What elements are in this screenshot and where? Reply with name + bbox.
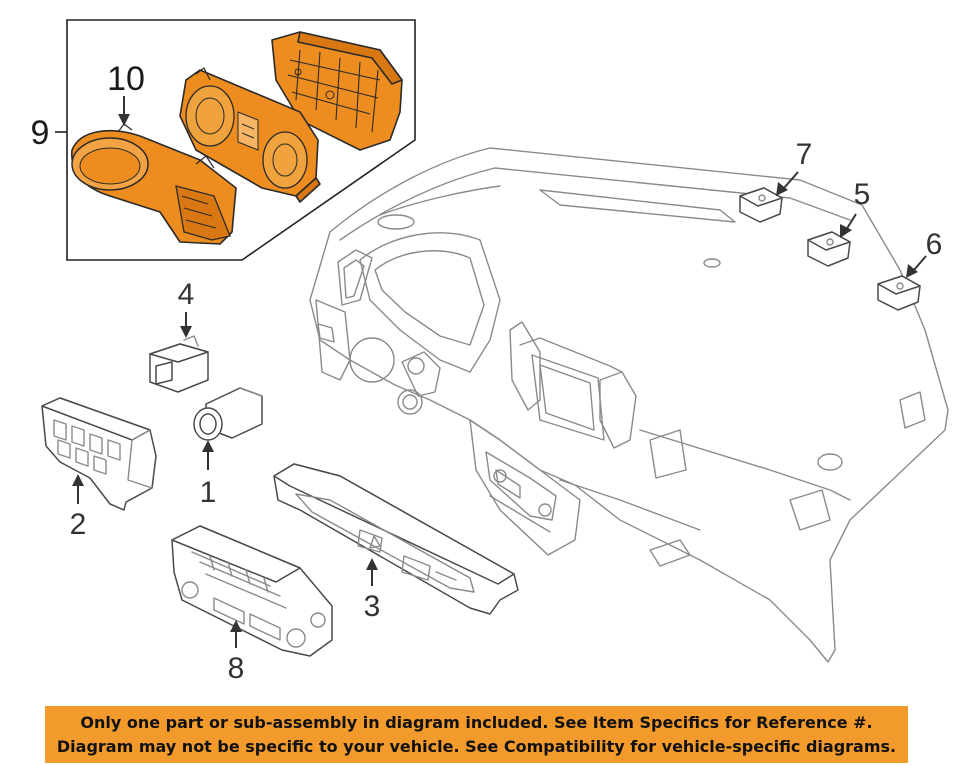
climate-control-8-icon	[171, 525, 333, 657]
callout-2-arrow	[72, 474, 84, 504]
callout-6-arrow	[906, 255, 927, 278]
callout-1: 1	[200, 476, 217, 509]
callout-1-arrow	[202, 440, 214, 470]
callout-8: 8	[228, 652, 245, 685]
disclaimer-banner: Only one part or sub-assembly in diagram…	[45, 706, 908, 763]
switch-panel-2-icon	[41, 397, 157, 511]
callout-5: 5	[854, 178, 871, 211]
switch-7-icon	[739, 187, 783, 223]
callout-4-arrow	[180, 312, 192, 338]
disclaimer-line-2: Diagram may not be specific to your vehi…	[56, 736, 897, 756]
hazard-switch-3-icon	[273, 463, 519, 615]
switch-4-icon	[149, 335, 209, 393]
start-button-icon	[193, 387, 263, 441]
callout-9: 9	[31, 114, 50, 152]
dashboard-icon	[309, 147, 949, 663]
callout-7-arrow	[776, 171, 799, 196]
disclaimer-line-1: Only one part or sub-assembly in diagram…	[80, 712, 873, 732]
callout-8-arrow	[230, 620, 242, 648]
callout-3-arrow	[366, 558, 378, 586]
cluster-bezel-icon	[71, 123, 237, 245]
callout-10-arrow	[118, 96, 130, 126]
callout-3: 3	[364, 590, 381, 623]
callout-7: 7	[796, 138, 813, 171]
callout-10: 10	[107, 60, 145, 98]
switch-5-icon	[807, 231, 851, 267]
callout-4: 4	[178, 278, 195, 311]
callout-6: 6	[926, 228, 943, 261]
callout-5-arrow	[840, 213, 857, 238]
callout-2: 2	[70, 508, 87, 541]
switch-6-icon	[877, 275, 921, 311]
cluster-gauge-face-icon	[179, 67, 321, 203]
